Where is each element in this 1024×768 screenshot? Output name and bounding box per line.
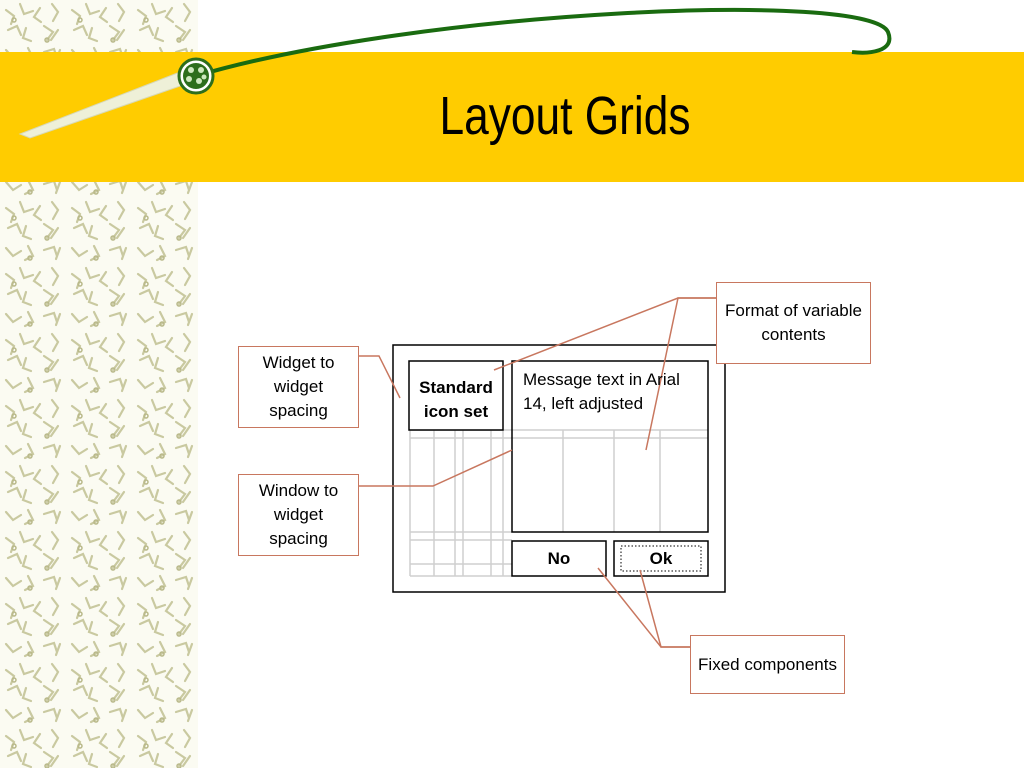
- swoosh-line: [195, 7, 892, 78]
- no-button[interactable]: No: [547, 549, 571, 568]
- swoosh-pointer: [18, 71, 187, 139]
- callout-window-spacing-text: Window to widget spacing: [258, 481, 339, 548]
- layout-grid: [409, 429, 708, 577]
- ok-button-box: [613, 540, 709, 577]
- leader-widget-spacing: [359, 355, 401, 399]
- leader-format-b: [645, 297, 716, 451]
- callout-widget-spacing-text: Widget to widget spacing: [262, 353, 335, 420]
- leader-fixed-b: [639, 569, 690, 648]
- slide-title: Layout Grids: [439, 86, 691, 146]
- callout-window-spacing: Window to widget spacing: [238, 474, 359, 556]
- title-band-pattern-cover: [0, 52, 198, 182]
- no-button-box: [511, 540, 607, 577]
- ok-focus-ring: [620, 545, 702, 572]
- callout-variable-contents-text: Format of variable contents: [725, 301, 862, 344]
- icon-set-label: Standard icon set: [419, 378, 493, 421]
- icon-set-box: [408, 360, 504, 431]
- message-text: Message text in Arial 14, left adjusted: [523, 370, 680, 413]
- callout-widget-spacing: Widget to widget spacing: [238, 346, 359, 428]
- leader-window-spacing: [359, 449, 513, 487]
- callout-fixed-components: Fixed components: [690, 635, 845, 694]
- callout-fixed-components-text: Fixed components: [698, 654, 837, 674]
- callout-variable-contents: Format of variable contents: [716, 282, 871, 364]
- green-bead-icon: [177, 57, 215, 95]
- ok-button[interactable]: Ok: [649, 549, 673, 568]
- callout-leaders: [359, 297, 716, 648]
- title-band: [0, 52, 1024, 182]
- message-box: [511, 360, 709, 533]
